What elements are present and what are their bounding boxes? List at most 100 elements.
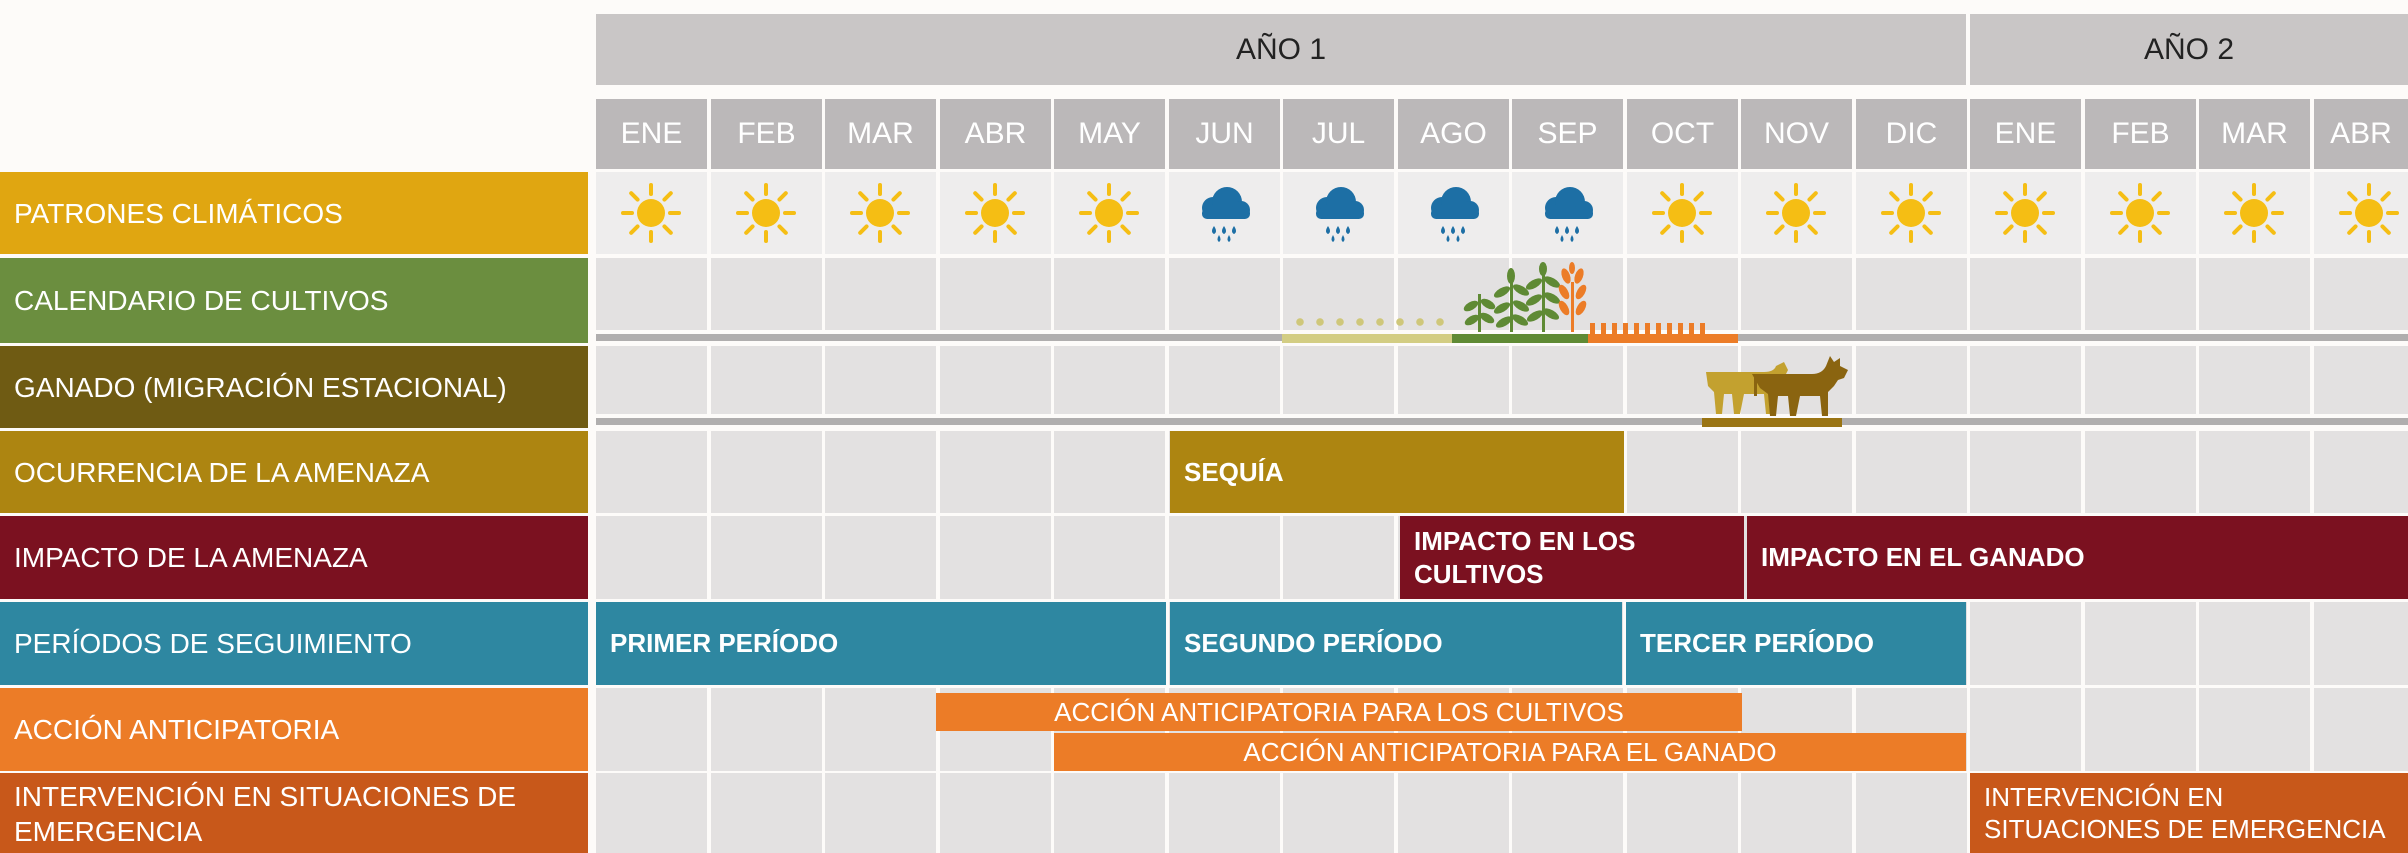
grid-cell — [2199, 688, 2310, 771]
month-label: JUL — [1311, 117, 1366, 150]
month-label: JUN — [1195, 117, 1254, 150]
month-header: FEB — [2085, 99, 2196, 169]
sun-icon — [1881, 183, 1941, 243]
month-label: OCT — [1650, 117, 1715, 150]
grid-cell — [1856, 346, 1967, 414]
grid-cell — [825, 516, 936, 599]
sun-icon — [965, 183, 1025, 243]
anticipatory-crops-label: ACCIÓN ANTICIPATORIA PARA LOS CULTIVOS — [1054, 696, 1624, 727]
grid-cell — [1283, 773, 1394, 853]
grid-cell — [1169, 346, 1280, 414]
grid-cell — [1398, 773, 1509, 853]
grid-cell — [1054, 431, 1165, 513]
row-label-weather: PATRONES CLIMÁTICOS — [0, 172, 588, 254]
drought-bar: SEQUÍA — [1170, 431, 1624, 513]
monitoring-period-1: PRIMER PERÍODO — [596, 602, 1166, 685]
sun-icon — [621, 183, 681, 243]
grid-cell — [2085, 258, 2196, 330]
month-header: MAR — [825, 99, 936, 169]
grid-cell — [2085, 431, 2196, 513]
month-header: SEP — [1512, 99, 1623, 169]
grid-cell — [2085, 688, 2196, 771]
month-header: MAY — [1054, 99, 1165, 169]
grid-cell — [596, 431, 707, 513]
grid-cell — [825, 258, 936, 330]
row-label-crops: CALENDARIO DE CULTIVOS — [0, 258, 588, 343]
month-header: MAR — [2199, 99, 2310, 169]
grid-cell — [940, 431, 1051, 513]
harvest-ticks — [1590, 323, 1710, 335]
grid-cell — [1627, 431, 1738, 513]
grid-cell — [596, 516, 707, 599]
grid-cell — [1283, 346, 1394, 414]
month-header: OCT — [1627, 99, 1738, 169]
grid-cell — [1970, 688, 2081, 771]
sun-icon — [1652, 183, 1712, 243]
grid-cell — [711, 258, 822, 330]
cattle-icon — [1706, 356, 1848, 416]
month-label: NOV — [1763, 117, 1829, 150]
month-header: ABR — [2314, 99, 2408, 169]
grid-cell — [1398, 346, 1509, 414]
row-label-anticipatory: ACCIÓN ANTICIPATORIA — [0, 688, 588, 771]
month-label: FEB — [737, 117, 796, 150]
grid-cell — [711, 431, 822, 513]
grid-cell — [2314, 258, 2408, 330]
month-header: ABR — [940, 99, 1051, 169]
grid-cell — [940, 258, 1051, 330]
year-2-header: AÑO 2 — [1970, 14, 2408, 85]
monitoring-period-2: SEGUNDO PERÍODO — [1170, 602, 1622, 685]
rain-cloud-icon — [1545, 187, 1593, 242]
grid-cell — [1856, 431, 1967, 513]
grid-cell — [1054, 773, 1165, 853]
month-label: AGO — [1420, 117, 1487, 150]
sun-icon — [736, 183, 796, 243]
grid-cell — [711, 516, 822, 599]
grid-cell — [2314, 346, 2408, 414]
month-header: JUL — [1283, 99, 1394, 169]
month-label: DIC — [1885, 117, 1938, 150]
grid-cell — [1741, 431, 1852, 513]
grid-cell — [1054, 346, 1165, 414]
harvest-segment — [1588, 334, 1738, 343]
grid-cell — [1856, 773, 1967, 853]
year-1-header: AÑO 1 — [596, 14, 1966, 85]
sun-icon — [2224, 183, 2284, 243]
rain-cloud-icon — [1316, 187, 1364, 242]
livestock-timeline-line — [596, 418, 2408, 425]
grid-cell — [1627, 773, 1738, 853]
grid-cell — [711, 688, 822, 771]
anticipatory-livestock-label: ACCIÓN ANTICIPATORIA PARA EL GANADO — [1243, 736, 1777, 767]
grid-cell — [1169, 773, 1280, 853]
month-label: MAR — [847, 117, 914, 150]
grid-cell — [1970, 602, 2081, 685]
crop-impact-bar: IMPACTO EN LOS CULTIVOS — [1400, 516, 1744, 599]
month-label: ABR — [964, 117, 1027, 150]
grid-cell — [1512, 773, 1623, 853]
grid-cell — [1169, 516, 1280, 599]
crop-impact-label: IMPACTO EN LOS CULTIVOS — [1414, 526, 1636, 589]
row-label-livestock: GANADO (MIGRACIÓN ESTACIONAL) — [0, 346, 588, 428]
sun-icon — [1766, 183, 1826, 243]
sun-icon — [1079, 183, 1139, 243]
grid-cell — [1512, 346, 1623, 414]
row-label-impact: IMPACTO DE LA AMENAZA — [0, 516, 588, 599]
grid-cell — [1627, 258, 1738, 330]
grid-cell — [1741, 258, 1852, 330]
grid-cell — [2199, 258, 2310, 330]
monitoring-period-1-label: PRIMER PERÍODO — [610, 628, 839, 659]
sun-icon — [1995, 183, 2055, 243]
grid-cell — [825, 688, 936, 771]
monitoring-period-2-label: SEGUNDO PERÍODO — [1184, 628, 1443, 659]
grid-cell — [2314, 688, 2408, 771]
grid-cell — [2085, 602, 2196, 685]
month-header: FEB — [711, 99, 822, 169]
growing-segment — [1452, 334, 1588, 343]
monitoring-period-3-label: TERCER PERÍODO — [1640, 628, 1875, 659]
month-header: ENE — [596, 99, 707, 169]
grid-cell — [711, 773, 822, 853]
grid-cell — [2314, 431, 2408, 513]
month-label: ENE — [1994, 117, 2057, 150]
grid-cell — [825, 346, 936, 414]
month-label: ABR — [2330, 117, 2392, 150]
